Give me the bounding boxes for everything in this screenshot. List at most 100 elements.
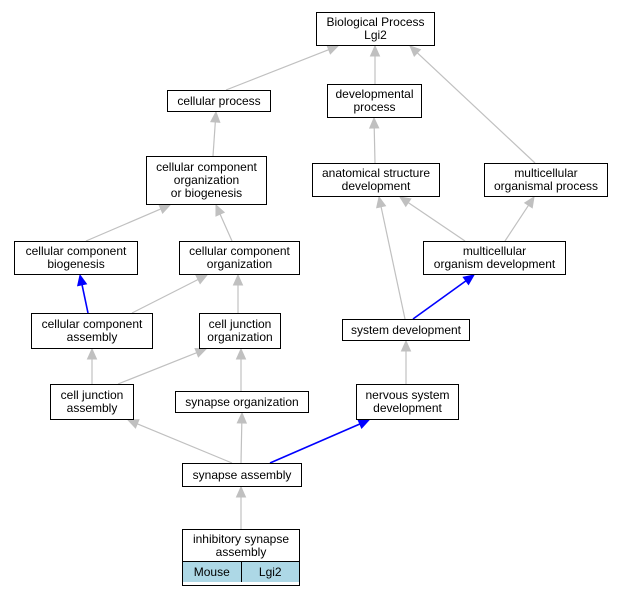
species-tag[interactable]: Mouse (183, 562, 241, 582)
edge-arrowhead (236, 411, 248, 424)
edge-arrowhead (194, 347, 208, 358)
node-label: development (373, 401, 442, 415)
node-label: assembly (215, 544, 267, 559)
edge-line (81, 284, 89, 314)
node-label: organization (207, 330, 273, 344)
node-label: system development (350, 322, 462, 337)
node-label: cellular component (156, 160, 257, 174)
edge-sd-to-mod (412, 274, 475, 320)
leaf-label: inhibitory synapse assembly (183, 530, 299, 561)
edge-line (269, 423, 361, 464)
edge-arrowhead (326, 44, 340, 55)
edge-line (117, 352, 197, 385)
edge-line (416, 52, 536, 164)
edge-sa-to-nsd (269, 419, 371, 464)
node-inhibitory-synapse-assembly[interactable]: inhibitory synapse assembly Mouse Lgi2 (182, 529, 300, 586)
edge-arrowhead (409, 45, 422, 58)
edge-nsd-to-sd (400, 339, 412, 384)
node-synapse-assembly[interactable]: synapse assembly (182, 463, 302, 487)
edge-cja-to-cca (86, 347, 98, 384)
node-synapse-organization[interactable]: synapse organization (175, 391, 309, 413)
node-label: or biogenesis (170, 186, 243, 200)
node-label: organization (173, 173, 240, 187)
node-label: organization (206, 257, 273, 271)
edge-line (412, 280, 467, 320)
node-label: biogenesis (47, 257, 105, 271)
edge-arrowhead (232, 273, 244, 286)
edge-arrowhead (215, 203, 226, 217)
node-label: developmental (335, 87, 414, 101)
node-label: cellular process (177, 93, 261, 108)
node-label: Lgi2 (364, 28, 387, 42)
node-label: assembly (66, 330, 118, 344)
edge-arrowhead (86, 347, 98, 360)
edge-mod-to-asd (398, 196, 466, 242)
node-label: synapse assembly (192, 467, 292, 482)
edge-dp-to-bp (369, 44, 381, 84)
edge-line (380, 206, 406, 320)
node-label: cell junction (60, 388, 124, 402)
edge-arrowhead (462, 274, 475, 286)
edge-line (85, 208, 162, 242)
gene-tag[interactable]: Lgi2 (240, 562, 299, 582)
edge-cja-to-cjo (117, 347, 208, 385)
edge-arrowhead (77, 273, 88, 287)
node-label: cell junction (208, 317, 272, 331)
edge-ccb-to-ccob (85, 204, 172, 242)
annotation-tags: Mouse Lgi2 (183, 561, 299, 582)
node-label: nervous system (365, 388, 450, 402)
edge-line (219, 213, 233, 242)
edge-mod-to-mop (504, 195, 535, 242)
node-label: multicellular (514, 166, 578, 180)
node-label: development (341, 179, 411, 193)
edge-arrowhead (369, 44, 381, 57)
edge-arrowhead (195, 274, 209, 285)
edge-sa-to-cja (126, 419, 233, 464)
node-cellular-process[interactable]: cellular process (167, 90, 271, 112)
node-label: multicellular (462, 244, 527, 258)
node-label: anatomical structure (321, 166, 431, 180)
edge-ccob-to-cp (210, 110, 221, 157)
edge-arrowhead (357, 419, 371, 430)
edge-arrowhead (126, 419, 140, 429)
edge-line (212, 121, 216, 157)
edge-arrowhead (368, 116, 380, 129)
node-label: inhibitory synapse (192, 531, 290, 546)
edge-line (373, 127, 376, 164)
edge-arrowhead (210, 110, 221, 123)
node-label: synapse organization (185, 394, 299, 409)
edge-mop-to-bp (409, 45, 536, 164)
edge-cco-to-ccob (215, 203, 233, 242)
edge-arrowhead (400, 339, 412, 352)
edge-arrowhead (235, 347, 247, 360)
node-label: cellular component (189, 244, 290, 258)
edge-sd-to-asd (376, 195, 406, 320)
node-label: assembly (66, 401, 118, 415)
edge-asd-to-dp (368, 116, 380, 164)
node-label: process (353, 100, 396, 114)
edge-leaf-to-sa (235, 485, 247, 529)
node-system-development[interactable]: system development (342, 319, 470, 341)
edge-cca-to-ccb (77, 273, 89, 314)
edge-line (240, 422, 243, 464)
edge-arrowhead (235, 485, 247, 498)
edge-line (504, 205, 529, 242)
edge-line (131, 278, 199, 314)
edge-arrowhead (398, 196, 412, 208)
edge-arrowhead (523, 195, 535, 209)
edge-cjo-to-cco (232, 273, 244, 313)
edge-line (407, 202, 466, 242)
